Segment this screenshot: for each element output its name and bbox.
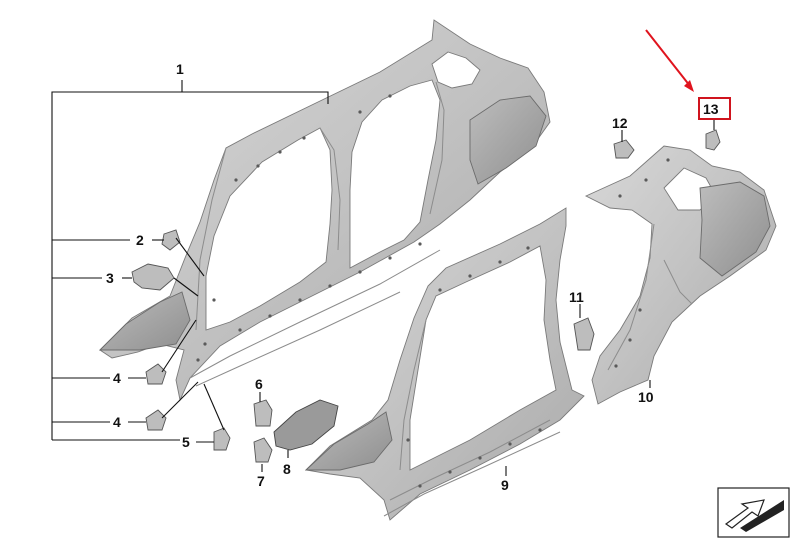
callout-11: 11 [569, 289, 584, 305]
callout-6: 6 [255, 376, 263, 392]
callout-1: 1 [176, 61, 184, 77]
part-6-plate[interactable] [253, 399, 273, 427]
part-13-bracket[interactable] [705, 129, 721, 151]
front-side-frame[interactable] [304, 207, 585, 521]
part-3-reinforcement[interactable] [131, 263, 175, 291]
view-direction-icon[interactable] [717, 487, 790, 538]
highlight-box [698, 97, 731, 120]
side-frame-assembly[interactable] [98, 19, 551, 402]
part-4-upper-plate[interactable] [145, 363, 167, 385]
callout-4-upper: 4 [113, 370, 121, 386]
part-12-bracket[interactable] [613, 139, 635, 159]
callout-3: 3 [106, 270, 114, 286]
callout-12: 12 [612, 115, 628, 131]
leader-lines [51, 80, 715, 476]
red-arrow-icon [645, 29, 694, 92]
rear-frame-holes [614, 158, 670, 368]
part-8-reinforcement[interactable] [273, 399, 339, 451]
assembly-holes [196, 94, 422, 362]
callout-8: 8 [283, 461, 291, 477]
callout-2: 2 [136, 232, 144, 248]
part-5-bracket[interactable] [213, 427, 231, 451]
callout-9: 9 [501, 477, 509, 493]
front-frame-holes [406, 246, 542, 488]
part-11-bracket[interactable] [573, 317, 595, 351]
rear-side-frame[interactable] [584, 145, 777, 405]
part-7-plate[interactable] [253, 437, 273, 463]
callout-7: 7 [257, 473, 265, 489]
callout-13: 13 [703, 101, 719, 117]
callout-10: 10 [638, 389, 654, 405]
callout-4-lower: 4 [113, 414, 121, 430]
callout-5: 5 [182, 434, 190, 450]
part-2-bracket[interactable] [161, 229, 181, 251]
part-4-lower-plate[interactable] [145, 409, 167, 431]
